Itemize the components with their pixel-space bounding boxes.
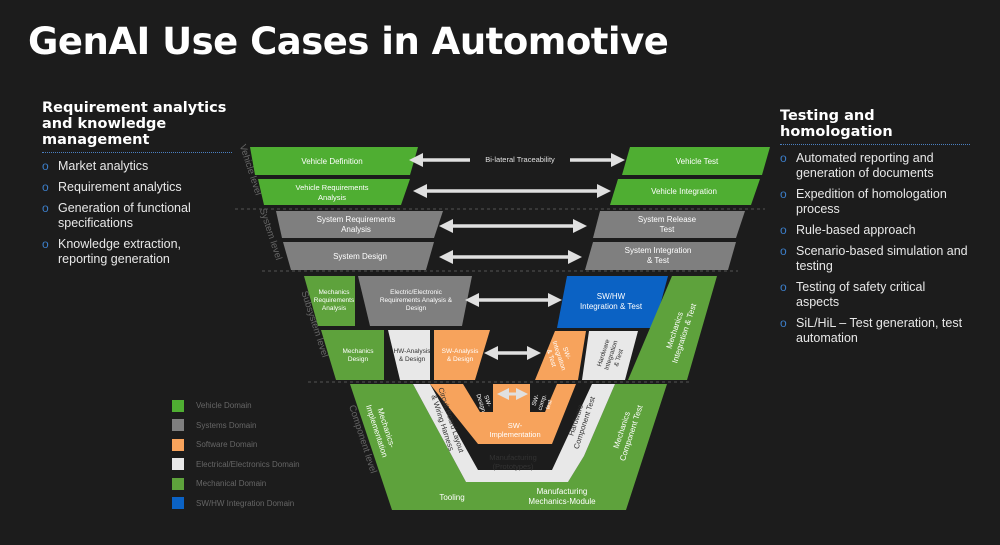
bullet-icon: o [780,223,787,237]
vehicle-definition-box [250,147,418,175]
mechanics-integration-box [628,276,717,380]
sw-design-label: SW-Design [474,391,492,413]
requirements-heading: Requirement analytics and knowledge mana… [42,100,227,148]
legend-item: Electrical/Electronics Domain [172,455,300,475]
system-integration-box [585,242,736,270]
vehicle-requirements-box [258,179,410,205]
sw-implementation-label: SW-Implementation [489,421,540,439]
mechanics-component-band [350,384,667,510]
divider [42,152,232,153]
bullet-icon: o [42,237,49,251]
bullet-icon: o [780,316,787,330]
sw-comp-test-label: SW-comp.test [531,391,555,413]
legend-item: Systems Domain [172,416,300,436]
hw-analysis-label: HW-Analysis& Design [393,348,431,363]
vehicle-test-label: Vehicle Test [676,157,719,166]
system-design-box [283,242,434,270]
vehicle-definition-label: Vehicle Definition [301,157,362,166]
legend-swatch [172,438,184,451]
bullet-icon: o [42,159,49,173]
testing-heading: Testing and homologation [780,108,893,140]
legend-swatch [172,419,184,432]
bullet-icon: o [780,151,787,165]
legend-swatch [172,477,184,490]
swhw-integration-box [557,276,668,328]
legend-swatch [172,497,184,510]
electronics-component-band [413,384,615,482]
bullet-icon: o [780,280,787,294]
mechanics-requirements-box [304,276,355,326]
legend: Vehicle Domain Systems Domain Software D… [172,396,300,513]
tooling-label: Tooling [439,493,464,502]
system-design-label: System Design [333,252,387,261]
bullet-icon: o [780,244,787,258]
legend-swatch [172,399,184,412]
system-release-test-box [593,211,745,238]
vehicle-test-box [622,147,770,175]
mechanics-design-box [321,330,384,380]
vehicle-integration-label: Vehicle Integration [651,187,717,196]
sw-analysis-label: SW-Analysis& Design [442,348,479,363]
traceability-label: Bi-lateral Traceability [485,155,555,164]
manufacturing-prototypes-label: Manufacturing(Prototypes) [489,453,537,471]
system-requirements-box [276,211,443,238]
sw-integration-label: SW-Integration& Test [543,338,574,375]
software-component-band [430,384,576,444]
system-integration-label: System Integration& Test [625,246,692,265]
legend-swatch [172,458,184,471]
vehicle-integration-box [610,179,760,205]
requirements-panel: Requirement analytics and knowledge mana… [42,100,232,273]
bullet-icon: o [42,180,49,194]
ee-requirements-box [358,276,472,326]
sw-analysis-box [434,330,490,380]
legend-item: Vehicle Domain [172,396,300,416]
bullet-icon: o [780,187,787,201]
legend-item: Mechanical Domain [172,474,300,494]
page-title: GenAI Use Cases in Automotive [28,20,669,63]
divider [780,144,970,145]
bullet-icon: o [42,201,49,215]
legend-item: Software Domain [172,435,300,455]
legend-item: SW/HW Integration Domain [172,494,300,514]
sw-integration-box [535,331,586,380]
hw-analysis-box [388,330,430,380]
hw-integration-box [582,331,638,380]
